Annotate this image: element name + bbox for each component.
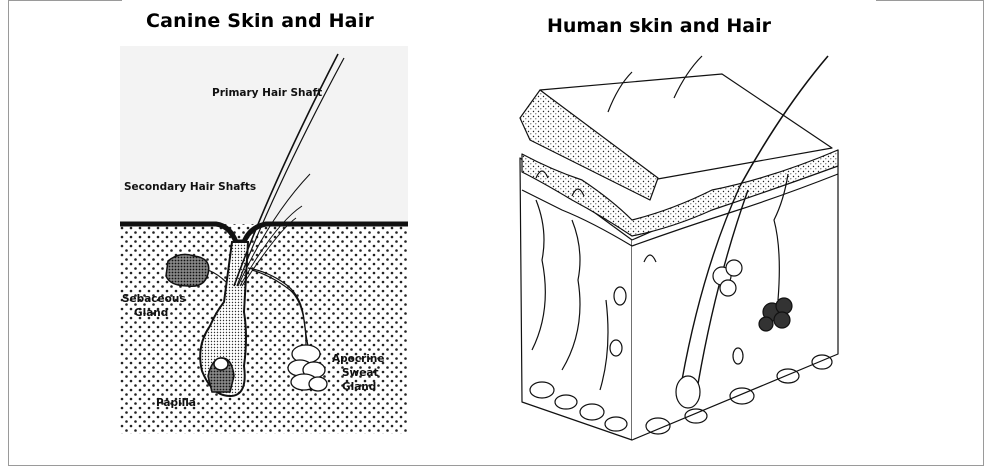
papilla-label: Papilla <box>156 397 196 409</box>
frame-top-rule-left <box>8 0 122 1</box>
canine-skin-diagram: Primary Hair Shaft Secondary Hair Shafts… <box>120 46 408 434</box>
hair-bulb <box>676 376 700 408</box>
air-region <box>120 46 408 224</box>
apocrine-label-line2: Sweat <box>342 367 379 379</box>
primary-hair-shaft-label: Primary Hair Shaft <box>212 87 322 99</box>
nerve-ending-2 <box>610 340 622 356</box>
secondary-hair-shafts-label: Secondary Hair Shafts <box>124 181 256 193</box>
papilla-bulb <box>214 358 228 370</box>
canine-panel-title: Canine Skin and Hair <box>146 10 374 32</box>
sebaceous-label-line2: Gland <box>134 307 168 319</box>
sebaceous-label-line1: Sebaceous <box>122 293 186 305</box>
apocrine-label-line3: Gland <box>342 381 376 393</box>
human-skin-diagram <box>512 50 844 445</box>
apocrine-label-line1: Apocrine <box>332 353 384 365</box>
nerve-ending-3 <box>733 348 743 364</box>
sebaceous-gland <box>166 254 209 286</box>
frame-top-rule-right <box>876 0 984 1</box>
nerve-ending-1 <box>614 287 626 305</box>
human-panel-title: Human skin and Hair <box>547 15 771 37</box>
